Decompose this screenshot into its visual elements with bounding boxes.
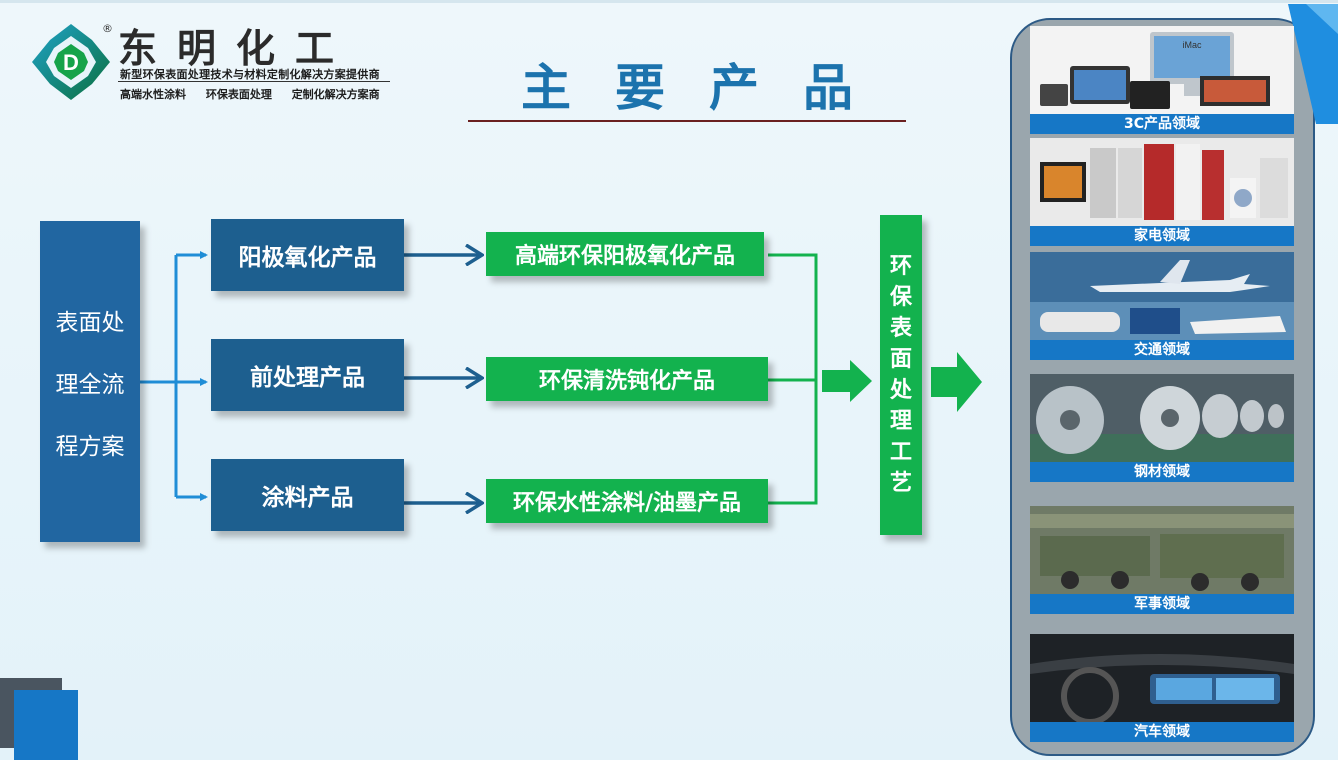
result-process-char: 表 [889, 316, 912, 341]
corner-decoration [14, 690, 78, 760]
registered-mark: ® [102, 22, 113, 35]
root-label-line: 表面处 [55, 309, 125, 336]
brand-tags: 高端水性涂料 环保表面处理 定制化解决方案商 [120, 86, 396, 102]
brand-tag: 定制化解决方案商 [291, 88, 380, 101]
field-card: 军事领域 [1030, 506, 1294, 614]
result-process-char: 艺 [889, 471, 912, 496]
field-caption: 汽车领域 [1030, 722, 1294, 742]
brand-tag: 环保表面处理 [205, 88, 272, 101]
brand-divider [118, 81, 390, 82]
appliances-image [1030, 138, 1294, 226]
category-box: 涂料产品 [211, 459, 404, 531]
military-image [1030, 506, 1294, 594]
corner-decoration [1288, 4, 1338, 124]
product-box: 环保水性涂料/油墨产品 [486, 479, 768, 523]
product-box: 环保清洗钝化产品 [486, 357, 768, 401]
category-box: 前处理产品 [211, 339, 404, 411]
page-title: 主要产品 [521, 59, 897, 117]
electronics-image: iMac [1030, 26, 1294, 114]
field-caption: 钢材领域 [1030, 462, 1294, 482]
result-process-box: 环保表面处理工艺 [880, 215, 922, 535]
result-process-label: 环保表面处理工艺 [890, 251, 912, 499]
field-caption: 家电领域 [1030, 226, 1294, 246]
field-card: iMac 3C产品领域 [1030, 26, 1294, 134]
brand-tag: 高端水性涂料 [120, 88, 186, 101]
category-box: 阳极氧化产品 [211, 219, 404, 291]
result-process-char: 理 [889, 409, 912, 434]
logo-emblem-icon: D [32, 24, 110, 100]
field-card: 家电领域 [1030, 138, 1294, 246]
field-caption: 交通领域 [1030, 340, 1294, 360]
root-label-line: 程方案 [55, 433, 125, 460]
field-card: 汽车领域 [1030, 634, 1294, 742]
field-card: 钢材领域 [1030, 374, 1294, 482]
field-caption: 3C产品领域 [1030, 114, 1294, 134]
root-label-line: 理全流 [55, 371, 125, 398]
car-interior-image [1030, 634, 1294, 722]
brand-name: 东明化工 [118, 26, 355, 72]
svg-text:D: D [63, 50, 79, 75]
svg-text:iMac: iMac [1182, 40, 1202, 50]
result-process-char: 环 [889, 254, 912, 279]
company-logo: D ® 东明化工 新型环保表面处理技术与材料定制化解决方案提供商 高端水性涂料 … [30, 20, 400, 105]
field-caption: 军事领域 [1030, 594, 1294, 614]
result-process-char: 处 [889, 378, 912, 403]
top-border [0, 0, 1338, 3]
title-underline [468, 120, 906, 122]
root-solution-box: 表面处 理全流 程方案 [40, 221, 140, 542]
result-process-char: 工 [889, 440, 912, 465]
brand-subtitle: 新型环保表面处理技术与材料定制化解决方案提供商 [120, 68, 380, 81]
transport-image [1030, 252, 1294, 340]
field-card: 交通领域 [1030, 252, 1294, 360]
product-box: 高端环保阳极氧化产品 [486, 232, 764, 276]
result-process-char: 保 [889, 285, 912, 310]
steel-coils-image [1030, 374, 1294, 462]
result-process-char: 面 [889, 347, 912, 372]
